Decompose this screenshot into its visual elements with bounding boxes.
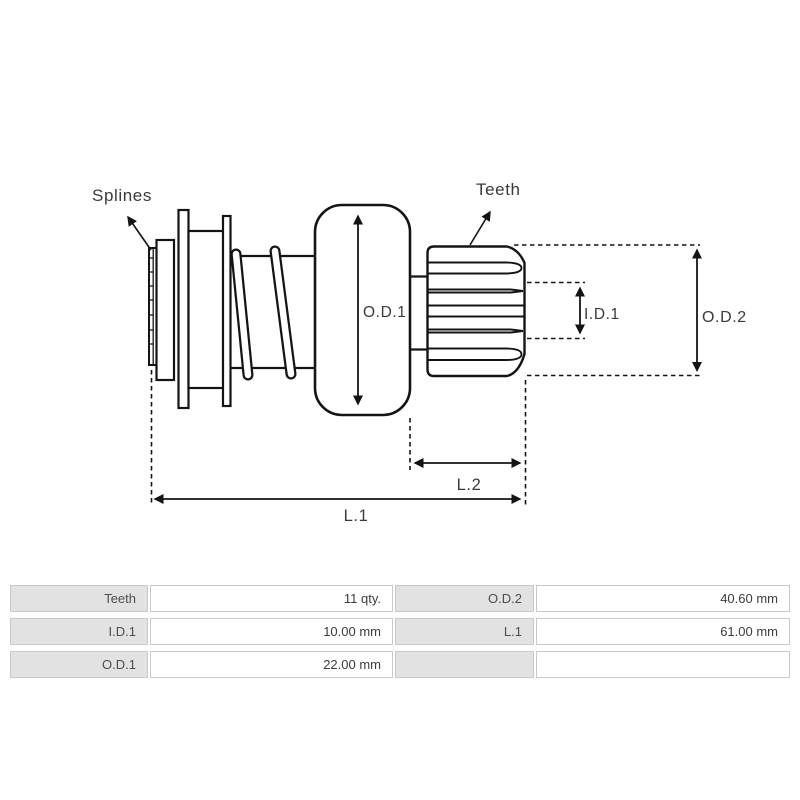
teeth-label: Teeth (476, 180, 521, 199)
splines-label: Splines (92, 186, 152, 205)
spec-value-cell: 11 qty. (150, 585, 393, 612)
spec-value-cell: 22.00 mm (150, 651, 393, 678)
id1-label: I.D.1 (584, 306, 620, 323)
flange-front (177, 208, 190, 410)
spec-value-cell: 10.00 mm (150, 618, 393, 645)
l1-label: L.1 (344, 507, 369, 525)
spline-ticks (149, 257, 153, 345)
leader-arrows (127, 210, 491, 251)
flange-rear (221, 214, 232, 408)
spec-label-cell: Teeth (10, 585, 148, 612)
drive-collar (177, 208, 232, 410)
spec-label-cell: O.D.1 (10, 651, 148, 678)
spec-label-cell: O.D.2 (395, 585, 534, 612)
teeth-leader-arrow (469, 210, 491, 246)
splined-shaft-end (148, 238, 176, 382)
technical-drawing: Splines Teeth O.D.1 I.D.1 O.D.2 L.2 L.1 (92, 180, 747, 525)
spec-label-cell: I.D.1 (10, 618, 148, 645)
pinion-shaft-stub (410, 275, 428, 351)
extension-lines (150, 244, 700, 506)
spec-value-cell (536, 651, 790, 678)
spec-label-cell (395, 651, 534, 678)
gear-teeth-lines (428, 261, 524, 361)
spring (230, 245, 297, 381)
pinion-gear (426, 245, 526, 378)
spec-value-cell: 40.60 mm (536, 585, 790, 612)
spec-table: Teeth 11 qty. O.D.2 40.60 mm I.D.1 10.00… (10, 585, 790, 678)
splines-leader-arrow (127, 215, 152, 251)
collar-hub (187, 229, 226, 390)
spec-label-cell: L.1 (395, 618, 534, 645)
l2-label: L.2 (457, 476, 482, 494)
dimension-arrows (153, 214, 702, 504)
od1-label: O.D.1 (363, 304, 406, 321)
spec-value-cell: 61.00 mm (536, 618, 790, 645)
od2-label: O.D.2 (702, 309, 747, 326)
